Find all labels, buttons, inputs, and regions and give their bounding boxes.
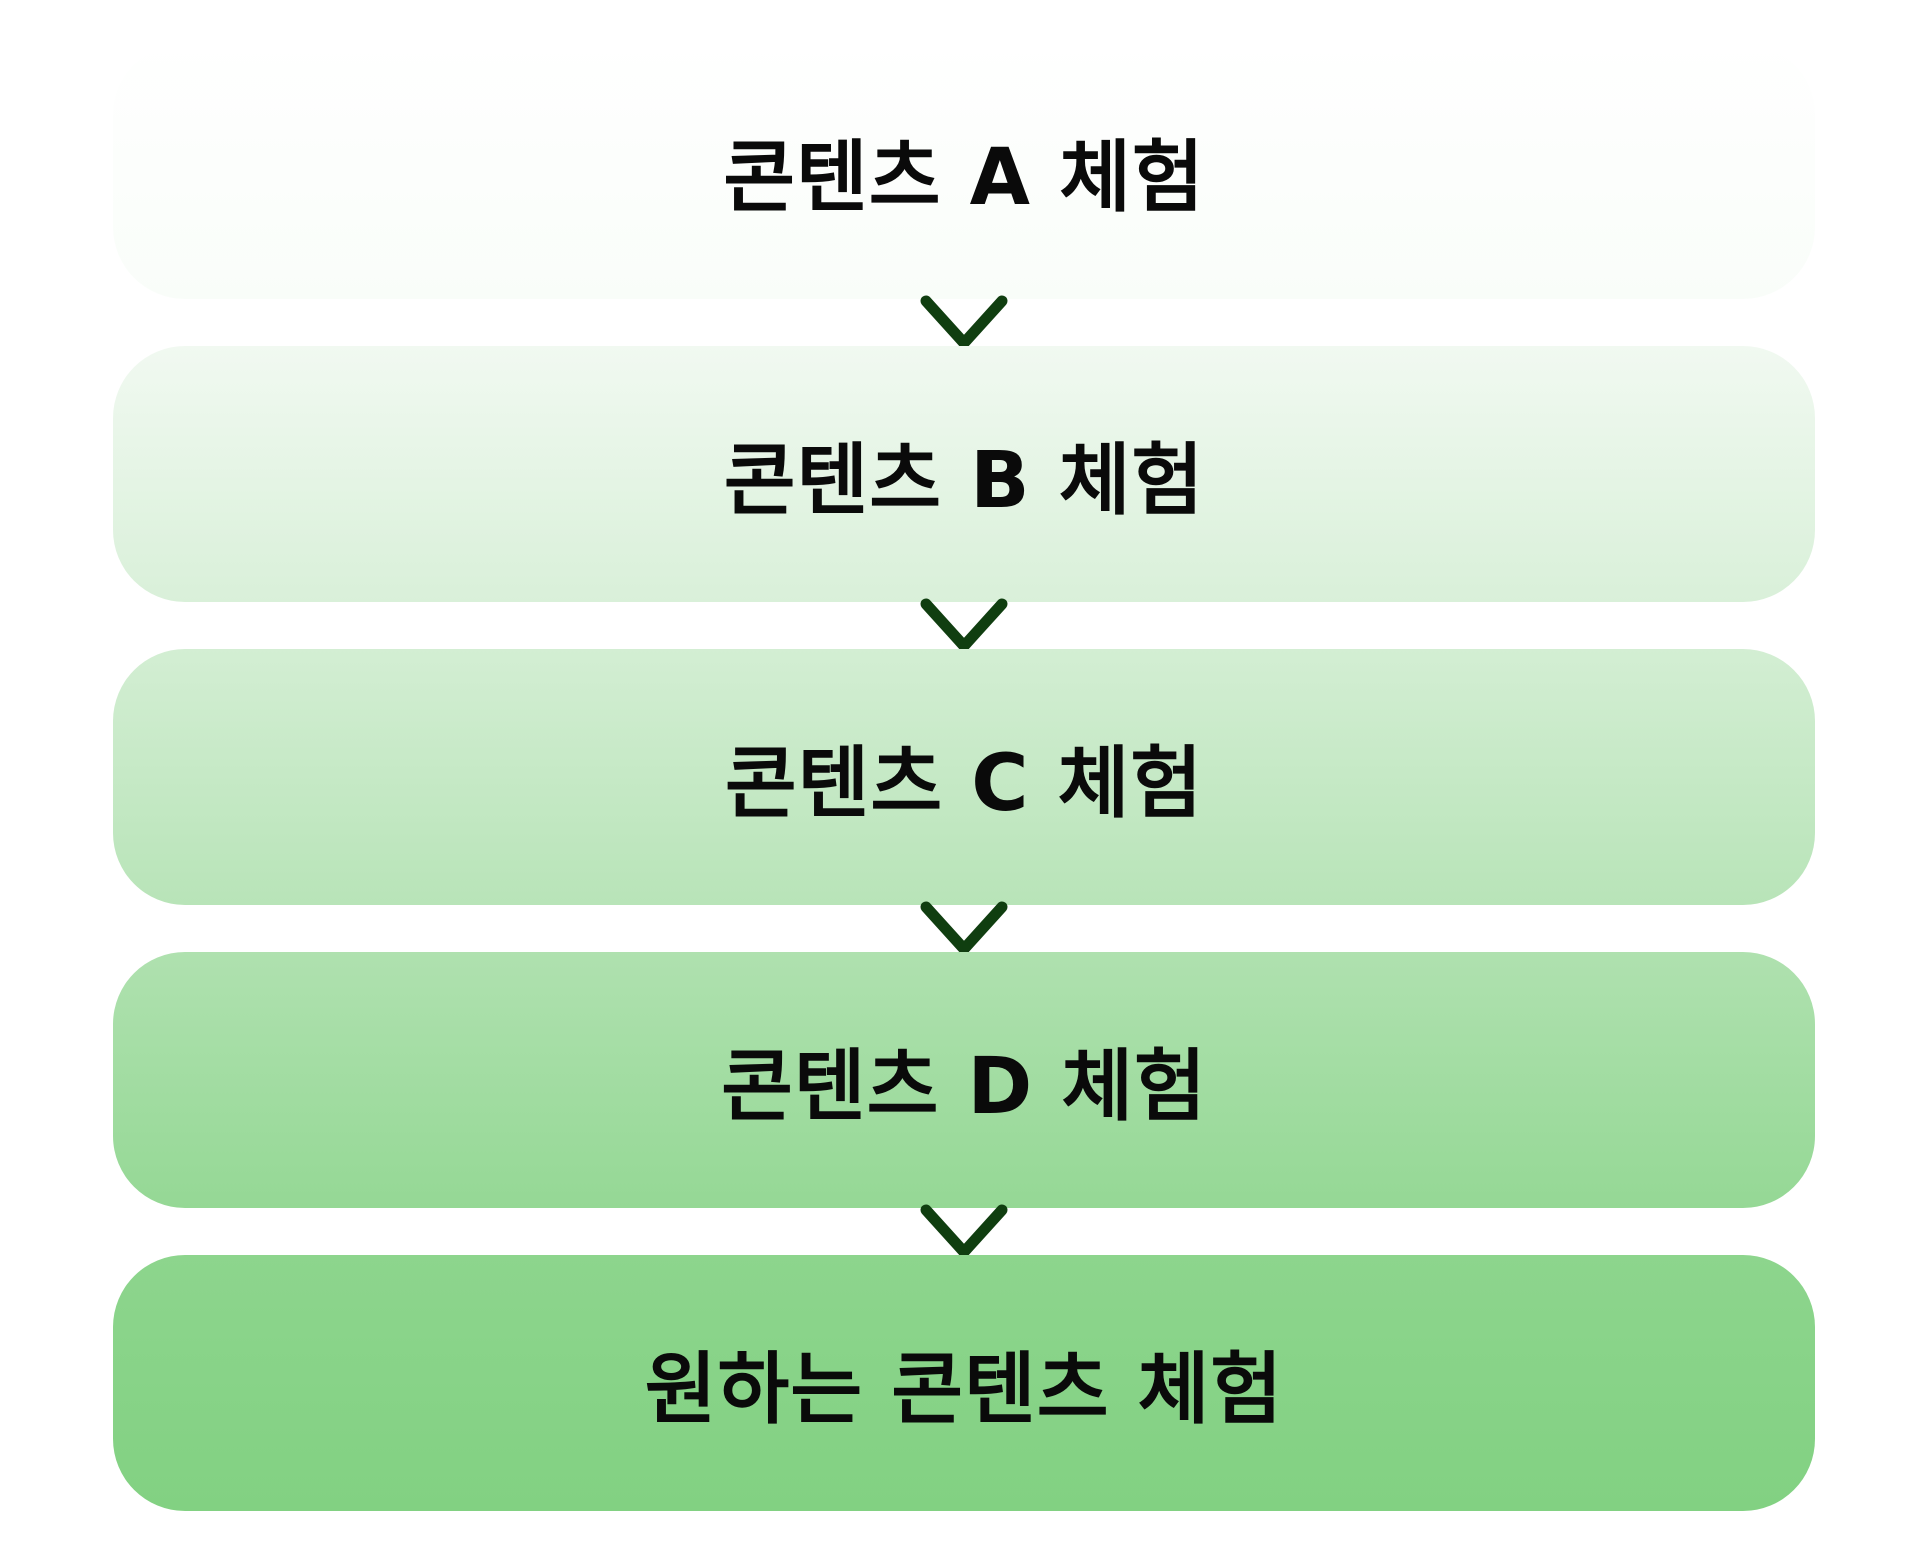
chevron-down-icon: [916, 1204, 1012, 1266]
step-label-a: 콘텐츠 A 체험: [723, 133, 1205, 223]
step-label-b: 콘텐츠 B 체험: [723, 436, 1205, 526]
step-box-b: 콘텐츠 B 체험: [113, 346, 1815, 602]
step-box-final: 원하는 콘텐츠 체험: [113, 1255, 1815, 1511]
step-box-c: 콘텐츠 C 체험: [113, 649, 1815, 905]
step-label-d: 콘텐츠 D 체험: [721, 1042, 1207, 1132]
chevron-down-icon: [916, 901, 1012, 963]
chevron-down-icon: [916, 598, 1012, 660]
step-label-c: 콘텐츠 C 체험: [724, 739, 1204, 829]
chevron-down-icon: [916, 295, 1012, 357]
step-box-d: 콘텐츠 D 체험: [113, 952, 1815, 1208]
step-box-a: 콘텐츠 A 체험: [113, 43, 1815, 299]
step-label-final: 원하는 콘텐츠 체험: [644, 1345, 1284, 1435]
flow-diagram: 콘텐츠 A 체험 콘텐츠 B 체험 콘텐츠 C 체험 콘텐츠 D 체험 원하는 …: [113, 0, 1815, 1550]
